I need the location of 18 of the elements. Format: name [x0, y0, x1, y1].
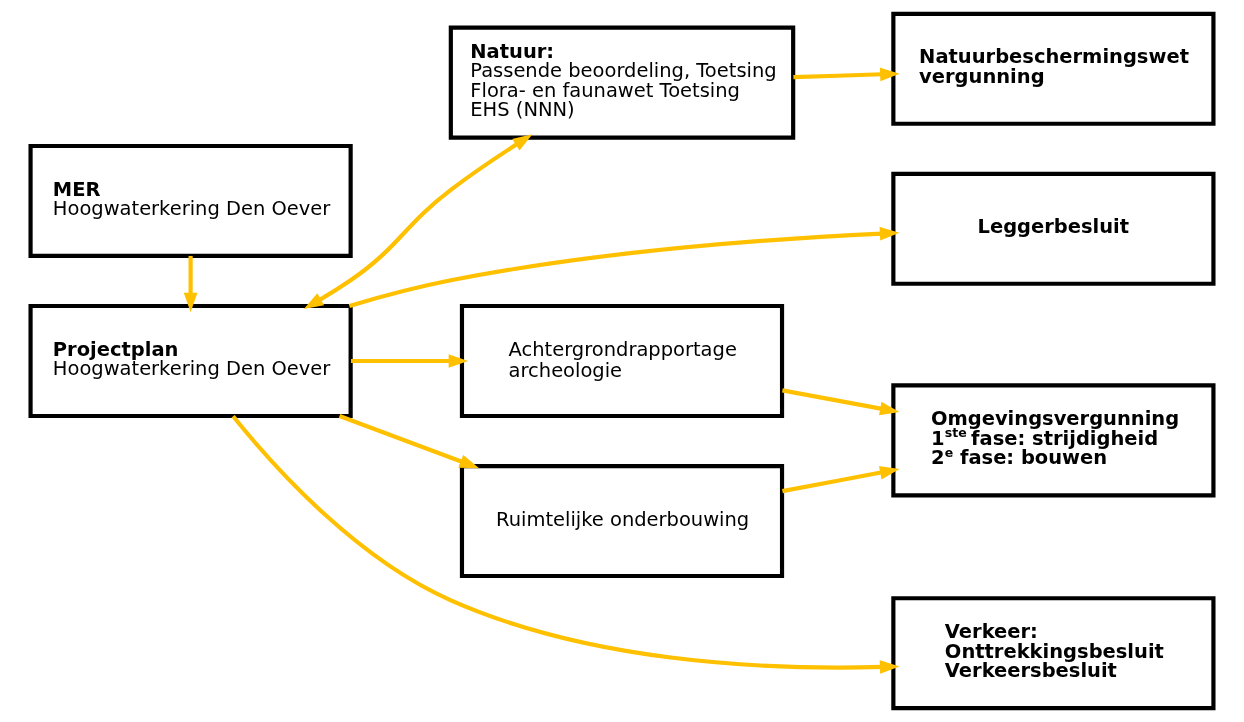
node-box: Ruimtelijke onderbouwing — [459, 464, 785, 579]
node-box: Verkeer: Onttrekkingsbesluit Verkeersbesluit — [891, 596, 1216, 711]
node-box: Natuur: Passende beoordeling, Toetsing Flora- en faunawet Toetsing EHS (NNN) — [448, 25, 796, 140]
arrow — [351, 354, 469, 368]
arrow — [348, 226, 900, 308]
node-box: Natuurbeschermingswet vergunning — [891, 11, 1216, 126]
arrow — [231, 414, 900, 674]
arrow — [782, 388, 900, 416]
node-box: Projectplan Hoogwaterkering Den Oever — [28, 303, 353, 419]
node-box: Leggerbesluit — [891, 171, 1216, 286]
node-box: Omgevingsvergunning 1$^{ste}$ fase: strijdigheid 2$^{e}$ fase: bouwen — [891, 383, 1216, 498]
node-box: MER Hoogwaterkering Den Oever — [28, 143, 353, 258]
node-box: Achtergrondrapportage archeologie — [459, 303, 785, 419]
arrow — [782, 465, 900, 494]
arrow — [183, 255, 198, 313]
arrow — [793, 67, 900, 82]
arrow — [338, 414, 480, 469]
arrow — [303, 134, 533, 309]
